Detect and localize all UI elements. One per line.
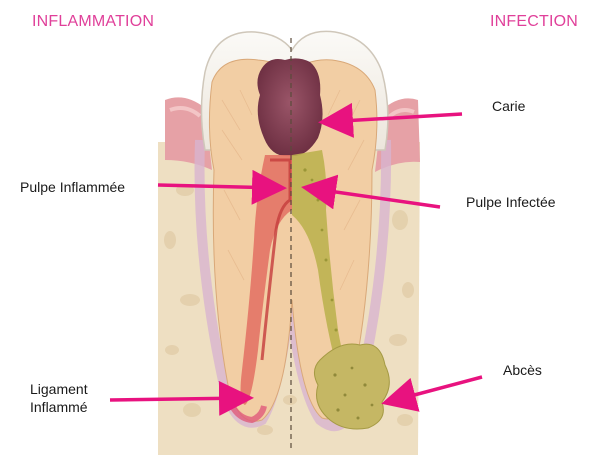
pulpe-infectee-label: Pulpe Infectée [466, 194, 556, 210]
arrow-pulpe-infectee [301, 174, 441, 210]
arrow-carie [318, 102, 463, 138]
caries-lesion [257, 58, 323, 157]
abces-label: Abcès [503, 362, 542, 378]
infection-heading: INFECTION [489, 13, 578, 30]
arrow-pulpe-inflammee [157, 169, 287, 205]
ligament-inflamme-label: Ligament Inflammé [30, 380, 88, 416]
inflammation-heading: INFLAMMATION [32, 13, 155, 30]
ligament-label-line2: Inflammé [30, 399, 88, 415]
carie-label: Carie [492, 98, 526, 114]
abscess [314, 343, 390, 430]
arrow-ligament [109, 380, 254, 416]
pulpe-inflammee-label: Pulpe Inflammée [20, 179, 126, 195]
arrow-abces [381, 375, 483, 412]
ligament-label-line1: Ligament [30, 381, 88, 397]
